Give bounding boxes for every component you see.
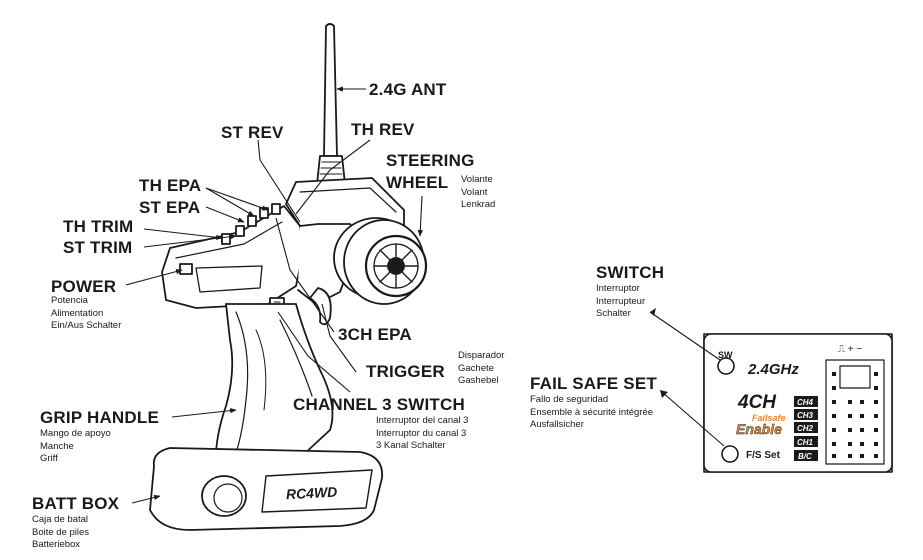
receiver-power-symbols: ⎍ + − (838, 344, 862, 355)
label-batt-box: BATT BOX (32, 494, 120, 513)
translation-line: Interruptor du canal 3 (376, 427, 467, 439)
label-3ch-epa: 3CH EPA (338, 325, 412, 344)
label-steering-wheel-1: STEERING (386, 151, 475, 170)
label-th-trim: TH TRIM (63, 217, 134, 236)
receiver-switch-led[interactable] (717, 357, 735, 375)
translation-line: Boite de piles (32, 526, 90, 538)
antenna (316, 23, 346, 185)
translation-line: 3 Kanal Schalter (376, 440, 446, 451)
steering-wheel-translations: Volante Volant Lenkrad (461, 174, 495, 212)
receiver-channel-count: 4CH (737, 392, 777, 413)
transmitter-illustration (149, 23, 428, 531)
switch-translations: Interruptor Interrupteur Schalter (596, 283, 645, 321)
fs-set-label: F/S Set (746, 450, 781, 461)
channel-label: CH3 (797, 411, 814, 420)
label-steering-wheel-2: WHEEL (386, 173, 449, 192)
label-grip-handle: GRIP HANDLE (40, 408, 160, 427)
translation-line: Fallo de seguridad (530, 394, 609, 405)
label-switch: SWITCH (596, 263, 665, 282)
translation-line: Schalter (596, 308, 631, 319)
label-st-epa: ST EPA (139, 198, 201, 217)
power-translations: Potencia Alimentation Ein/Aus Schalter (51, 295, 121, 333)
label-channel3-switch: CHANNEL 3 SWITCH (293, 395, 465, 414)
channel-label: CH1 (797, 438, 814, 447)
grip-handle[interactable] (214, 303, 334, 471)
translation-line: Potencia (51, 295, 88, 306)
batt-box-translations: Caja de batal Boite de piles Batteriebox (32, 514, 89, 552)
translation-line: Interrupteur (596, 295, 646, 307)
translation-line: Caja de batal (32, 514, 88, 525)
translation-line: Lenkrad (461, 199, 496, 210)
label-st-trim: ST TRIM (63, 238, 133, 257)
translation-line: Ausfallsicher (530, 419, 584, 430)
channel-label: B/C (798, 452, 812, 461)
translation-line: Volant (461, 186, 488, 198)
translation-line: Interruptor (596, 283, 640, 294)
translation-line: Interruptor del canal 3 (376, 415, 469, 426)
translation-line: Alimentation (51, 307, 104, 319)
translation-line: Griff (40, 453, 58, 464)
label-st-rev: ST REV (221, 123, 284, 142)
fail-safe-button[interactable] (721, 445, 739, 463)
label-power: POWER (51, 277, 117, 296)
translation-line: Disparador (458, 350, 505, 361)
channel-label: CH2 (797, 424, 814, 433)
translation-line: Mango de apoyo (40, 428, 111, 439)
pin-dots (832, 372, 878, 458)
translation-line: Ensemble à sécurité intégrée (530, 406, 654, 418)
label-th-epa: TH EPA (139, 176, 202, 195)
power-switch[interactable] (179, 263, 193, 275)
steering-wheel[interactable] (333, 217, 428, 305)
label-th-rev: TH REV (351, 120, 415, 139)
battery-box (149, 447, 383, 531)
label-antenna: 2.4G ANT (369, 80, 447, 99)
failsafe-badge: Failsafe (752, 413, 786, 423)
fail-safe-translations: Fallo de seguridad Ensemble à sécurité i… (530, 394, 653, 432)
channel3-switch-translations: Interruptor del canal 3 Interruptor du c… (376, 415, 468, 453)
translation-line: Gachete (458, 362, 494, 374)
trigger-translations: Disparador Gachete Gashebel (458, 350, 504, 388)
rc4wd-logo: RC4WD (286, 484, 338, 503)
receiver-leader-lines (649, 308, 725, 447)
label-fail-safe-set: FAIL SAFE SET (530, 374, 657, 393)
pin-header (825, 359, 885, 465)
enable-badge: Enable (736, 421, 782, 437)
receiver-frequency: 2.4GHz (747, 361, 799, 378)
translation-line: Manche (40, 440, 74, 452)
channel-labels: CH4 CH3 CH2 CH1 B/C (794, 396, 818, 461)
receiver-sw-label: SW (718, 350, 733, 360)
label-trigger: TRIGGER (366, 362, 445, 381)
translation-line: Volante (461, 174, 493, 185)
translation-line: Ein/Aus Schalter (51, 320, 122, 331)
translation-line: Gashebel (458, 375, 499, 386)
translation-line: Batteriebox (32, 539, 81, 550)
channel-label: CH4 (797, 398, 814, 407)
grip-handle-translations: Mango de apoyo Manche Griff (40, 428, 111, 466)
leader-lines (125, 86, 423, 504)
